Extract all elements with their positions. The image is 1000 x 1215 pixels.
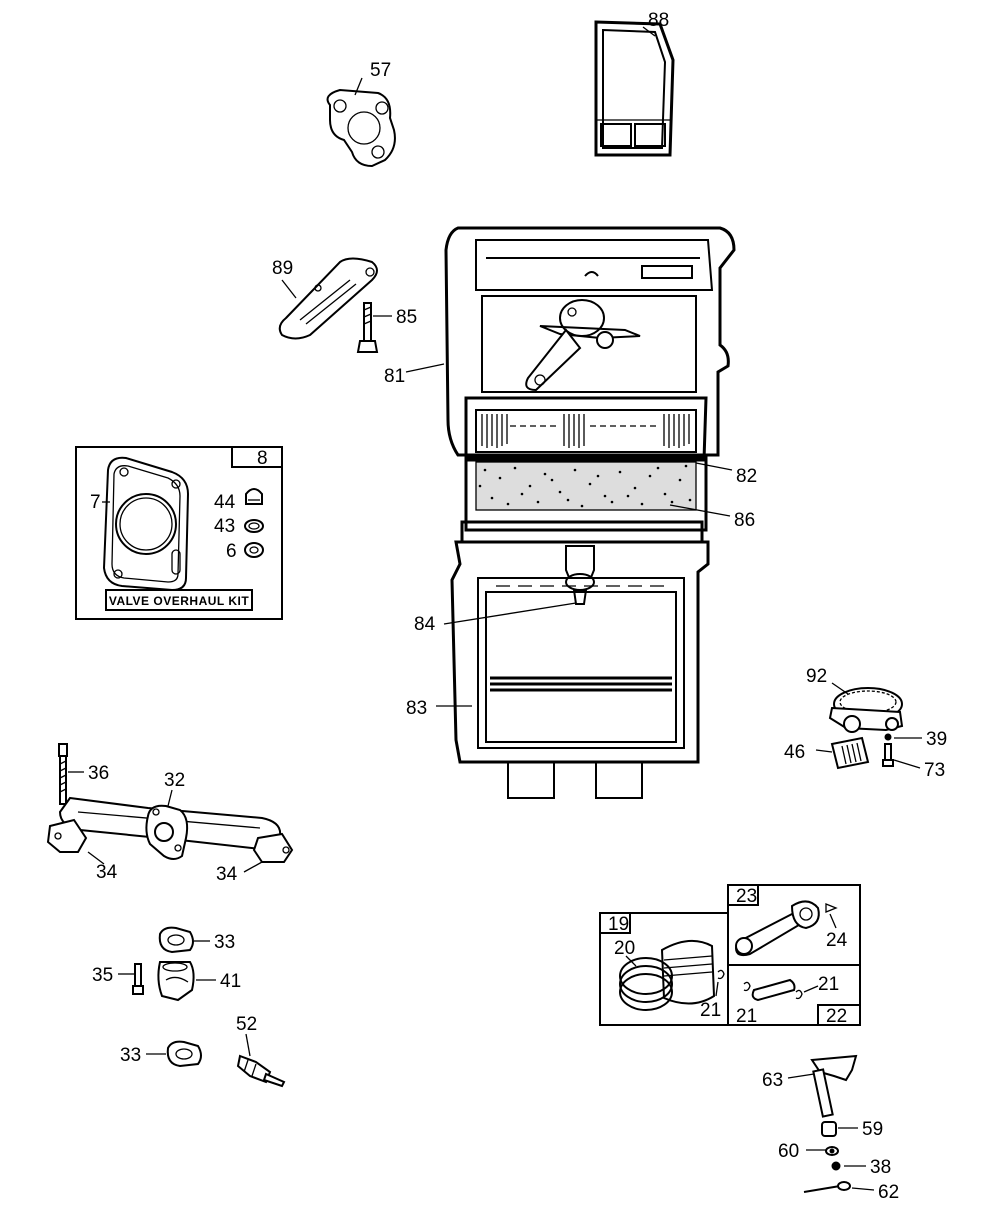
part-32-intake-manifold <box>46 796 294 863</box>
label-33a: 33 <box>214 932 235 953</box>
leader-57 <box>354 77 363 96</box>
leader-88 <box>642 26 656 37</box>
part-52-fitting <box>236 1054 286 1088</box>
label-57: 57 <box>370 60 391 81</box>
label-73: 73 <box>924 760 945 781</box>
label-21b: 21 <box>818 974 839 995</box>
leader-32 <box>167 789 173 807</box>
label-59: 59 <box>862 1119 883 1140</box>
leader-20 <box>625 955 637 967</box>
leader-21b <box>803 985 819 993</box>
label-43: 43 <box>214 516 235 537</box>
label-41: 41 <box>220 971 241 992</box>
leader-92 <box>831 682 849 695</box>
kit-8-valve-overhaul <box>75 446 283 620</box>
label-33b: 33 <box>120 1045 141 1066</box>
part-86-foam-prefilter <box>464 456 708 532</box>
label-83: 83 <box>406 698 427 719</box>
leader-34a <box>87 851 105 865</box>
leader-21a <box>715 981 719 997</box>
part-46-block <box>830 736 870 770</box>
label-7: 7 <box>90 492 101 513</box>
leader-63 <box>787 1073 815 1079</box>
label-23: 23 <box>736 886 757 907</box>
label-92: 92 <box>806 666 827 687</box>
label-19: 19 <box>608 914 629 935</box>
label-35: 35 <box>92 965 113 986</box>
part-81-air-cleaner-base <box>444 226 736 457</box>
kit-22-wrist-pin <box>727 964 861 1026</box>
part-35-screw <box>132 963 144 995</box>
label-89: 89 <box>272 258 293 279</box>
label-62: 62 <box>878 1182 899 1203</box>
label-20: 20 <box>614 938 635 959</box>
part-33-gasket-upper <box>158 926 194 954</box>
label-52: 52 <box>236 1014 257 1035</box>
leader-46 <box>815 749 833 753</box>
label-81: 81 <box>384 366 405 387</box>
leader-84 <box>443 602 577 625</box>
part-41-elbow <box>157 961 195 1002</box>
label-82: 82 <box>736 466 757 487</box>
part-83-air-cleaner-cover <box>450 520 710 799</box>
leader-52 <box>245 1033 251 1057</box>
label-6: 6 <box>226 541 237 562</box>
part-39-nut <box>884 733 892 741</box>
part-57-gasket <box>326 88 396 168</box>
leader-24 <box>829 913 837 929</box>
part-88-air-filter-element <box>594 20 675 157</box>
leader-62 <box>851 1187 875 1191</box>
part-73-screw <box>882 743 894 767</box>
label-88: 88 <box>648 10 669 31</box>
part-89-bracket <box>278 257 378 340</box>
kit-title: VALVE OVERHAUL KIT <box>109 594 250 608</box>
leader-86 <box>669 504 731 517</box>
label-22: 22 <box>826 1006 847 1027</box>
part-59-bushing <box>821 1121 837 1137</box>
part-38-ring <box>831 1161 841 1171</box>
kit-19-piston <box>599 912 729 1026</box>
leader-89 <box>281 279 297 299</box>
label-39: 39 <box>926 729 947 750</box>
label-34b: 34 <box>216 864 238 885</box>
label-84: 84 <box>414 614 436 635</box>
part-33-gasket-lower <box>166 1040 202 1068</box>
label-46: 46 <box>784 742 805 763</box>
label-21a: 21 <box>700 1000 721 1021</box>
label-38: 38 <box>870 1157 891 1178</box>
label-32: 32 <box>164 770 185 791</box>
label-63: 63 <box>762 1070 783 1091</box>
part-82-pleated-filter <box>464 396 708 462</box>
part-84-cover-knob <box>565 545 595 605</box>
label-44: 44 <box>214 492 236 513</box>
part-85-bolt <box>356 302 379 353</box>
label-60: 60 <box>778 1141 799 1162</box>
leader-34b <box>243 861 263 873</box>
label-85: 85 <box>396 307 417 328</box>
label-34a: 34 <box>96 862 118 883</box>
part-36-bolt <box>58 743 68 805</box>
label-24: 24 <box>826 930 848 951</box>
part-60-washer <box>825 1146 839 1156</box>
label-21c: 21 <box>736 1006 757 1027</box>
label-8: 8 <box>257 448 268 469</box>
label-86: 86 <box>734 510 755 531</box>
part-63-governor-shaft <box>810 1054 858 1118</box>
part-62-cotter-pin <box>803 1181 851 1193</box>
leader-81 <box>405 363 445 373</box>
label-36: 36 <box>88 763 109 784</box>
leader-73 <box>893 759 921 769</box>
part-92-blower-housing-assy <box>828 687 904 733</box>
